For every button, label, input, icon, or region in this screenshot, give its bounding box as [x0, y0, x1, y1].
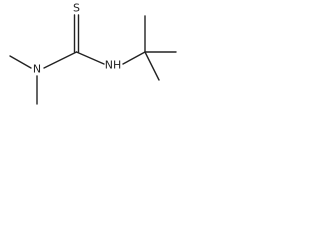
chemical-structure: S N NH [9, 2, 177, 105]
carbon-nitrogen-bond-right [75, 51, 105, 65]
carbon-nitrogen-bond-left [43, 51, 78, 69]
nh-tert-carbon-bond [122, 51, 146, 65]
nh-atom-label: NH [105, 59, 122, 72]
nitrogen-methyl-bond-up [9, 55, 32, 69]
tert-butyl-methyl-bond-down [144, 51, 160, 81]
dimethyl-nitrogen-atom-label: N [33, 63, 41, 76]
sulfur-atom-label: S [73, 2, 80, 15]
